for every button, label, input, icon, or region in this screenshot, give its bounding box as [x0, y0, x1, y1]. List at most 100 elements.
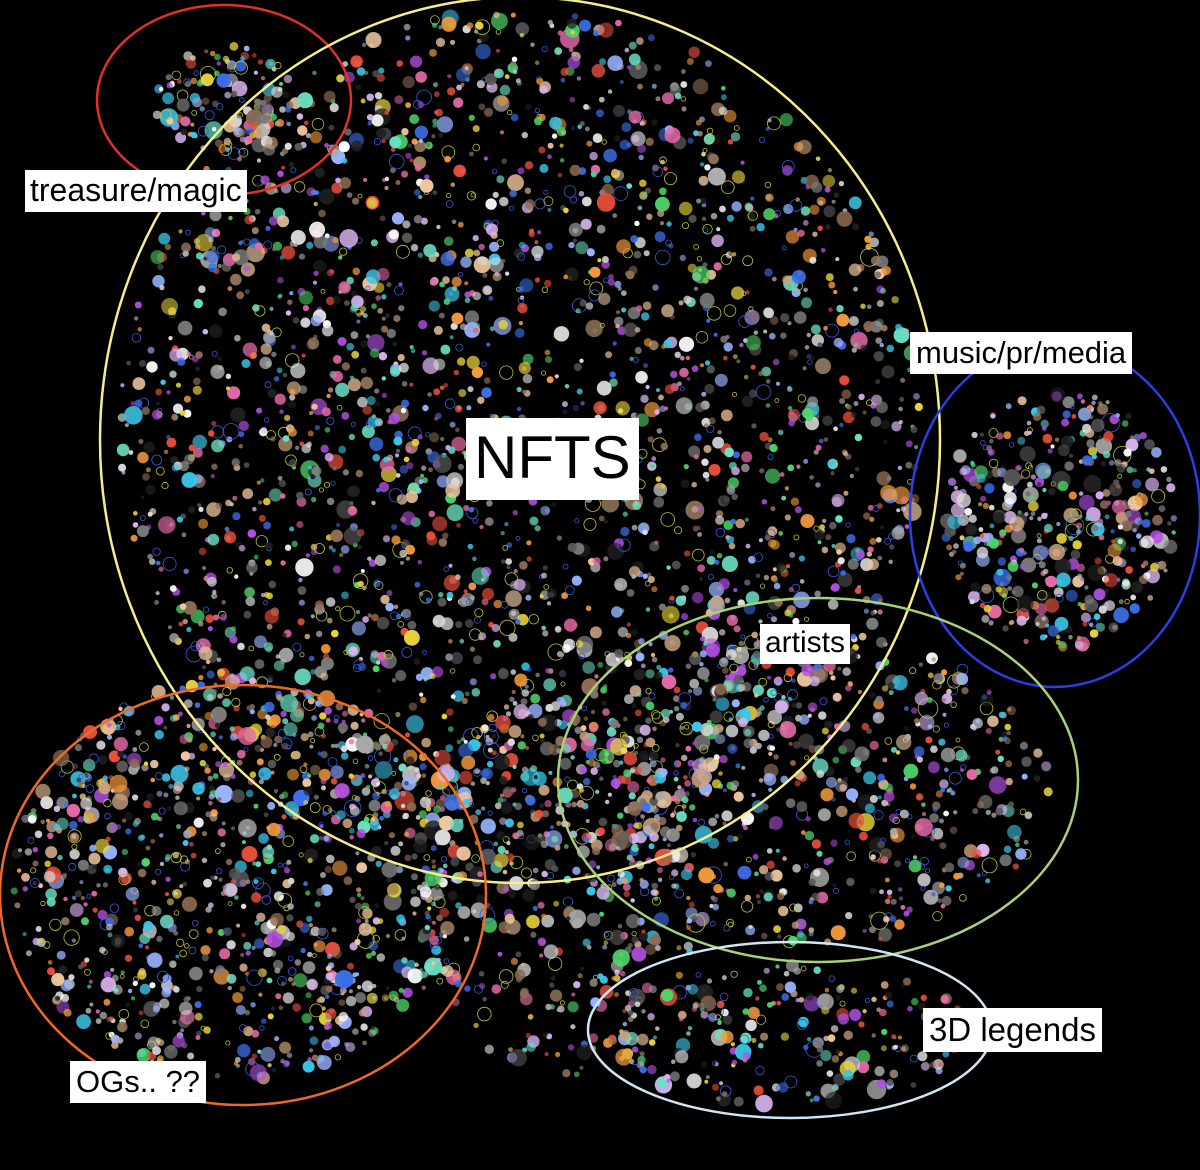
node [731, 252, 737, 257]
node [352, 1028, 359, 1035]
node [284, 1060, 290, 1067]
node [1093, 588, 1106, 601]
node [83, 816, 90, 823]
node [477, 256, 487, 266]
node [1095, 518, 1104, 527]
node [289, 388, 296, 395]
node [655, 1026, 660, 1031]
node [842, 739, 856, 753]
node [1110, 539, 1116, 544]
node [923, 889, 939, 905]
node [551, 502, 557, 508]
node [836, 805, 848, 818]
node [349, 942, 358, 951]
node [853, 401, 859, 407]
node [931, 657, 936, 662]
node [253, 70, 258, 75]
node [683, 295, 692, 304]
node [1124, 598, 1130, 605]
node [139, 515, 146, 521]
node [297, 586, 307, 595]
node [620, 290, 627, 296]
node [764, 268, 773, 277]
node [457, 357, 466, 366]
node [468, 582, 477, 591]
node [779, 472, 785, 477]
node [870, 854, 876, 860]
node [568, 241, 575, 249]
node [319, 712, 327, 720]
node [473, 655, 482, 665]
node [331, 927, 337, 933]
node [388, 788, 400, 800]
node [675, 824, 683, 832]
node [814, 590, 821, 598]
node [915, 793, 924, 801]
node [244, 140, 250, 146]
node [755, 1094, 773, 1113]
node [659, 156, 667, 165]
node [293, 973, 308, 988]
node [721, 975, 727, 981]
node [769, 316, 779, 325]
node [312, 280, 318, 285]
node [560, 77, 566, 83]
node [660, 757, 666, 763]
node [1130, 546, 1137, 553]
node [461, 697, 468, 705]
node [1005, 777, 1013, 786]
node [982, 444, 988, 451]
node [302, 1060, 315, 1073]
node [696, 525, 701, 531]
node [191, 355, 199, 363]
node [429, 278, 438, 286]
node [214, 53, 221, 61]
node [985, 728, 992, 734]
node [421, 737, 432, 748]
node [1050, 444, 1055, 449]
node [744, 309, 760, 325]
node [231, 697, 241, 708]
node [833, 426, 838, 432]
node [686, 58, 694, 65]
node [910, 425, 918, 434]
node [978, 527, 984, 532]
node [1008, 801, 1015, 808]
node [898, 887, 903, 892]
node [658, 394, 664, 401]
node [232, 495, 238, 501]
node [717, 586, 722, 591]
node [71, 895, 77, 901]
node [486, 710, 498, 722]
node [743, 374, 749, 380]
node [613, 316, 624, 327]
node [800, 206, 811, 216]
node [132, 747, 138, 752]
node [241, 359, 251, 368]
node [195, 366, 201, 372]
node [995, 807, 1004, 816]
node [495, 29, 502, 35]
node [639, 179, 647, 187]
node [255, 132, 263, 140]
node [1074, 640, 1084, 650]
node [236, 113, 242, 119]
node [589, 281, 604, 296]
node [237, 1043, 251, 1058]
node [613, 186, 628, 202]
node [227, 386, 241, 400]
node [884, 538, 891, 545]
node [865, 243, 872, 250]
node [589, 266, 601, 278]
node [543, 196, 554, 207]
node [305, 890, 311, 896]
node [436, 475, 450, 488]
node [200, 73, 214, 87]
node [524, 187, 532, 194]
node [371, 114, 384, 127]
node [357, 580, 364, 588]
node [515, 22, 530, 36]
node [82, 758, 96, 772]
node [1024, 811, 1033, 820]
node [74, 890, 82, 898]
